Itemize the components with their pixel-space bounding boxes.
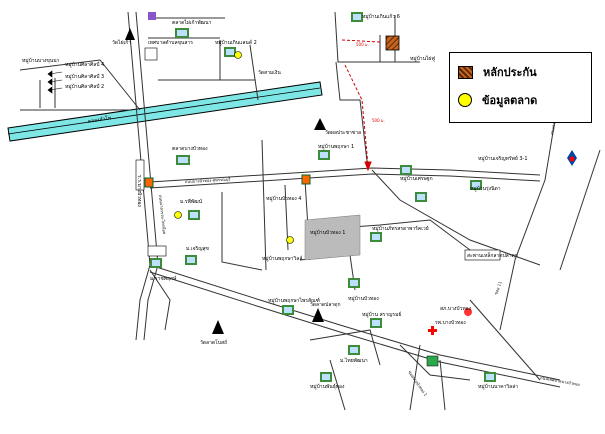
house-icon	[400, 165, 412, 175]
place-label: สะพานเหล็กลาดปลาดุก	[467, 251, 518, 259]
house-icon	[224, 47, 236, 57]
place-label: หมู่บ้านพฤกษาวิลล์	[262, 255, 302, 262]
market-dots	[174, 51, 294, 244]
house-icon	[282, 305, 294, 315]
collateral-swatch-icon	[458, 65, 473, 79]
temple-icons	[125, 28, 326, 334]
place-label: หมู่บ้านไผ่ฟู	[410, 55, 435, 62]
place-label: หมู่บ้านพันธุ์ทอง	[310, 383, 345, 390]
house-icon	[185, 255, 197, 265]
place-label: เทศบาลตำบลขุนสาร	[148, 40, 193, 46]
house-icon	[351, 12, 363, 22]
place-label: รพ.บางบัวทอง	[435, 320, 466, 326]
place-label: หมู่บ้านศิลาศิลป์ 4	[65, 61, 104, 68]
canal-label: คลองลำโพ	[87, 114, 112, 125]
market-dot-icon	[458, 93, 472, 107]
hospital-icon	[428, 326, 437, 335]
house-icon	[370, 318, 382, 328]
house-icon	[348, 278, 360, 288]
store-icons	[144, 174, 311, 188]
place-label: ตลาดไผ่เก้าพัฒนา	[172, 19, 212, 26]
roads	[19, 11, 601, 411]
legend-label: ข้อมูลตลาด	[482, 94, 538, 107]
legend-item-collateral: หลักประกัน	[458, 63, 537, 81]
place-label: ร.ร.บางบัวทอง	[136, 175, 142, 207]
house-icon	[484, 372, 496, 382]
house-icon	[415, 192, 427, 202]
place-label: หมู่บ้านบัวทอง 1	[310, 229, 345, 236]
land-plot	[304, 214, 361, 261]
place-label: หมู่บ้านเจริญทรัพย์ 3-1	[478, 155, 528, 162]
landmark-square	[426, 355, 439, 367]
house-icon	[148, 12, 156, 20]
place-label: หมู่บ้านพฤกษา 1	[318, 143, 354, 150]
house-icon	[318, 150, 330, 160]
place-label: หมู่บ้านนาคาวิลล่า	[478, 383, 518, 390]
road-label-box	[464, 249, 501, 261]
place-label: หมู่บ้าน สราญรมย์	[362, 311, 401, 318]
house-icon	[175, 28, 189, 38]
place-label: หมู่บ้านบัวทอง	[348, 295, 379, 302]
map-legend: หลักประกัน ข้อมูลตลาด	[449, 52, 592, 123]
left-arrows	[47, 70, 63, 94]
road-label: ซอยบางบัวทอง 1	[407, 370, 428, 398]
village-icons	[148, 12, 496, 382]
house-icon	[320, 372, 332, 382]
ptt-icon	[567, 150, 577, 166]
place-labels: วัดไผ่เก้า เทศบาลตำบลขุนสาร หมู่บ้านเกิน…	[22, 13, 528, 390]
place-label: หมู่บ้านบัวทอง 4	[266, 195, 301, 202]
house-icon	[470, 180, 482, 190]
police-icon	[464, 308, 472, 316]
place-label: ม.รพีพัฒน์	[180, 198, 203, 205]
legend-item-market: ข้อมูลตลาด	[458, 91, 537, 109]
place-label: หมู่บ้านบางขุนนา	[22, 57, 60, 64]
house-icon	[188, 210, 200, 220]
canal: คลองลำโพ	[7, 81, 323, 142]
place-label: หมู่บ้านภัทรสรดาพาร์คเวย์	[372, 225, 429, 232]
place-label: หมู่บ้านเกินแลนด์ 2	[215, 39, 257, 46]
route-arrows: 500 ม. 500 ม.	[341, 39, 385, 172]
distance-label-top: 500 ม.	[356, 42, 369, 47]
collateral-plot	[385, 35, 400, 51]
distance-label-mid: 500 ม.	[372, 118, 385, 123]
place-label: หมู่บ้านเกินแก้ว 6	[362, 13, 400, 20]
place-label: หมู่บ้านพฤกษาไพรสัณฑ์	[268, 297, 320, 304]
place-label: หมู่บ้านศิลาศิลป์ 2	[65, 83, 104, 90]
place-label: หมู่บ้านศิลาศิลป์ 3	[65, 73, 104, 80]
road-label: ถนนบางกรวย-ไทรน้อย	[158, 195, 167, 235]
place-label: ม.เจริญสุข	[186, 245, 209, 252]
place-label: วัดสามเงิน	[258, 69, 281, 76]
place-label: วัดลาดปลาดุก	[310, 302, 341, 308]
house-icon	[348, 345, 360, 355]
road-label-box	[147, 245, 167, 257]
house-icon	[176, 155, 190, 165]
house-icon	[150, 258, 162, 268]
road-label: ถนนเทศบาลบางบัวทอง	[540, 375, 580, 387]
road-label: ซอย 11	[493, 280, 503, 295]
place-label: หมู่บ้านเศรษฐก	[400, 175, 433, 182]
legend-label: หลักประกัน	[483, 66, 537, 79]
place-label: วัดผลประชาชาล	[325, 130, 361, 136]
place-label: วัดไผ่เก้า	[112, 39, 131, 46]
place-label: หมู่บ้านรุ่งนิดา	[470, 185, 501, 192]
road-label-box	[135, 159, 145, 191]
place-label: ม.ราชพฤกษ์	[150, 275, 177, 282]
place-label: ม.ไทยพัฒนา	[340, 357, 368, 364]
house-icon	[370, 232, 382, 242]
place-label: วัดลาดโบสถ์	[200, 339, 227, 346]
place-label: สภ.บางบัวทอง	[440, 306, 472, 312]
road-label-box	[144, 47, 158, 61]
road-label: ถนนบางบัวทอง-สุพรรณบุรี	[185, 177, 232, 185]
place-label: ตลาดบางบัวทอง	[172, 146, 208, 152]
